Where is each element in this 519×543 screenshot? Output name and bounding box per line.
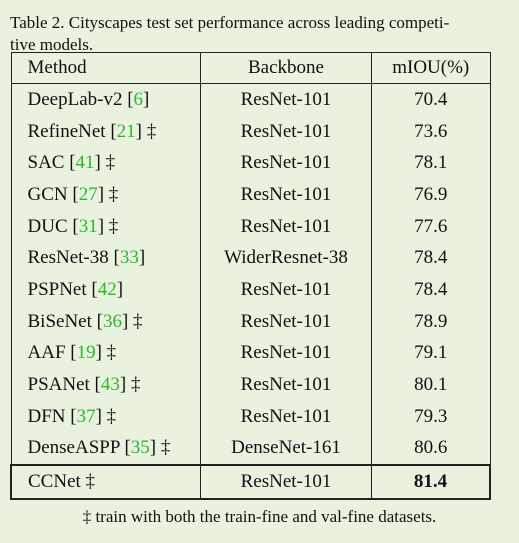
backbone-cell: ResNet-101 <box>200 305 372 338</box>
dagger-mark: ‡ <box>108 183 119 205</box>
method-cell: BiSeNet [36] ‡ <box>10 305 201 338</box>
citation-link[interactable]: 37 <box>76 405 96 427</box>
method-cell: PSANet [43] ‡ <box>10 369 201 401</box>
method-name: DenseASPP <box>27 437 120 459</box>
method-cell: DFN [37] ‡ <box>10 400 201 433</box>
method-cell: DUC [31] ‡ <box>10 210 201 243</box>
ours-dagger: ‡ <box>85 471 96 493</box>
method-cell: SAC [41] ‡ <box>10 147 201 180</box>
citation-link[interactable]: 27 <box>78 183 98 205</box>
method-cell: AAF [19] ‡ <box>10 337 201 370</box>
dagger-mark: ‡ <box>146 120 157 142</box>
backbone-cell: ResNet-101 <box>200 210 372 243</box>
method-name: GCN <box>27 183 68 205</box>
citation-link[interactable]: 6 <box>133 88 144 110</box>
ours-row: CCNet ‡ ResNet-101 81.4 <box>10 464 491 501</box>
method-name: ResNet-38 <box>27 247 109 269</box>
miou-cell: 78.4 <box>371 274 491 306</box>
citation-link[interactable]: 41 <box>75 152 95 174</box>
caption-line-1: Table 2. Cityscapes test set performance… <box>10 13 450 32</box>
dagger-mark: ‡ <box>108 215 119 237</box>
dagger-mark: ‡ <box>133 310 143 332</box>
miou-cell: 78.1 <box>371 147 491 180</box>
method-name: BiSeNet <box>27 310 92 332</box>
citation-link[interactable]: 33 <box>119 247 139 269</box>
ours-method-cell: CCNet ‡ <box>10 464 201 501</box>
backbone-cell: ResNet-101 <box>200 82 372 116</box>
caption-line-2: tive models. <box>10 35 94 54</box>
miou-cell: 78.9 <box>371 305 491 338</box>
miou-cell: 78.4 <box>371 242 491 275</box>
method-cell: DenseASPP [35] ‡ <box>10 432 201 466</box>
backbone-cell: WiderResnet-38 <box>200 242 372 275</box>
backbone-cell: ResNet-101 <box>200 147 372 180</box>
backbone-cell: ResNet-101 <box>200 274 372 306</box>
header-backbone: Backbone <box>200 52 372 84</box>
method-cell: ResNet-38 [33] <box>10 242 201 275</box>
ours-method-name: CCNet <box>28 471 81 493</box>
table-caption: Table 2. Cityscapes test set performance… <box>10 12 508 56</box>
results-table: Method Backbone mIOU(%) DeepLab-v2 [6]Re… <box>10 52 491 501</box>
dagger-mark: ‡ <box>130 374 141 396</box>
miou-cell: 77.6 <box>371 210 491 243</box>
method-name: DUC <box>27 215 68 237</box>
ours-backbone-cell: ResNet-101 <box>200 464 372 501</box>
miou-cell: 73.6 <box>371 115 491 148</box>
method-name: DFN <box>27 405 66 427</box>
dagger-mark: ‡ <box>160 437 171 459</box>
citation-link[interactable]: 19 <box>76 342 96 364</box>
backbone-cell: ResNet-101 <box>200 369 372 401</box>
dagger-mark: ‡ <box>106 342 117 364</box>
citation-link[interactable]: 31 <box>78 215 98 237</box>
miou-cell: 80.1 <box>371 369 491 401</box>
method-cell: PSPNet [42] <box>10 274 201 306</box>
backbone-cell: ResNet-101 <box>200 115 372 148</box>
method-name: SAC <box>27 152 65 174</box>
citation-link[interactable]: 36 <box>102 310 122 332</box>
citation-link[interactable]: 43 <box>100 374 120 396</box>
method-name: PSPNet <box>27 278 87 300</box>
miou-cell: 70.4 <box>371 82 491 116</box>
citation-link[interactable]: 21 <box>116 120 136 142</box>
method-cell: RefineNet [21] ‡ <box>10 115 201 148</box>
table-footnote: ‡ train with both the train-fine and val… <box>82 507 437 526</box>
method-name: PSANet <box>27 374 90 396</box>
miou-cell: 80.6 <box>371 432 491 466</box>
miou-cell: 79.3 <box>371 400 491 433</box>
citation-link[interactable]: 35 <box>130 437 150 459</box>
citation-link[interactable]: 42 <box>97 278 117 300</box>
ours-miou-cell: 81.4 <box>371 464 491 501</box>
method-name: DeepLab-v2 <box>27 88 123 110</box>
miou-cell: 76.9 <box>371 179 491 211</box>
header-row: Method Backbone mIOU(%) <box>10 52 491 84</box>
backbone-cell: ResNet-101 <box>200 179 372 211</box>
ours-body: CCNet ‡ ResNet-101 81.4 <box>10 464 491 501</box>
method-cell: DeepLab-v2 [6] <box>10 82 201 116</box>
header-method: Method <box>10 52 201 84</box>
method-name: AAF <box>27 342 66 364</box>
dagger-mark: ‡ <box>105 152 116 174</box>
backbone-cell: ResNet-101 <box>200 337 372 370</box>
miou-cell: 79.1 <box>371 337 491 370</box>
backbone-cell: DenseNet-161 <box>200 432 372 466</box>
backbone-cell: ResNet-101 <box>200 400 372 433</box>
header-miou: mIOU(%) <box>371 52 491 84</box>
results-table-container: Method Backbone mIOU(%) DeepLab-v2 [6]Re… <box>10 52 491 501</box>
method-cell: GCN [27] ‡ <box>10 179 201 211</box>
method-name: RefineNet <box>27 120 106 142</box>
dagger-mark: ‡ <box>106 405 117 427</box>
